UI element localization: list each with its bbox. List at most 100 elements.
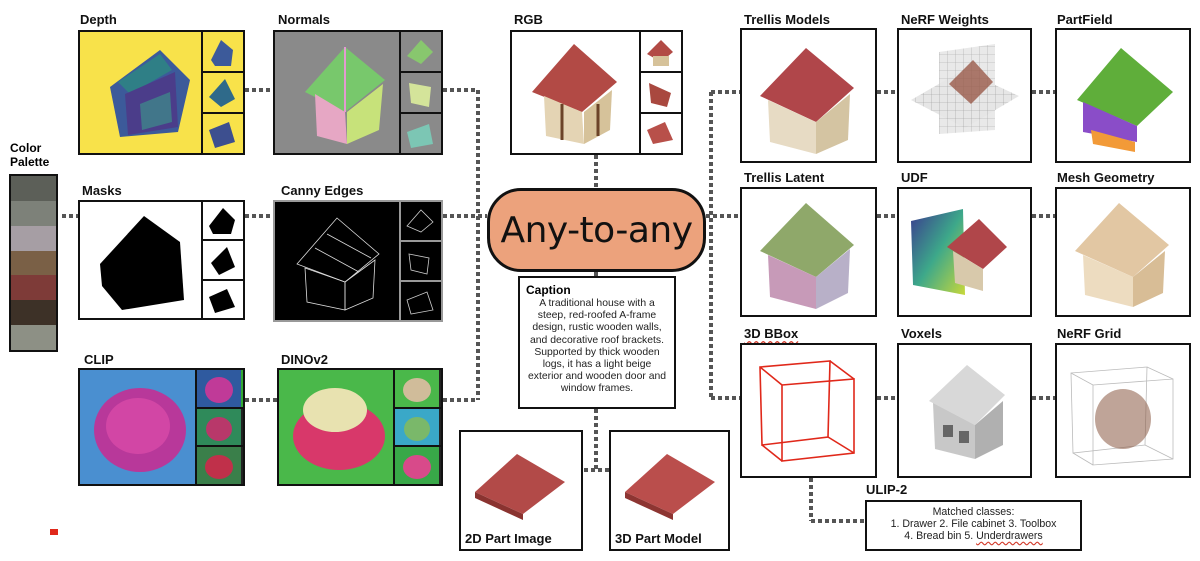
normals-thumb-2 bbox=[401, 73, 441, 114]
caption-text: A traditional house with a steep, red-ro… bbox=[527, 298, 667, 395]
color-palette-label: Color Palette bbox=[10, 141, 49, 169]
part-image-2d-label: 2D Part Image bbox=[465, 531, 552, 546]
normals-thumbnails bbox=[399, 32, 441, 153]
canny-edges-label: Canny Edges bbox=[281, 183, 364, 198]
masks-label: Masks bbox=[82, 183, 122, 198]
house-depth-render bbox=[110, 50, 190, 137]
udf-render bbox=[911, 209, 1007, 295]
palette-swatch-6 bbox=[11, 300, 56, 326]
trellis-models-label: Trellis Models bbox=[744, 12, 830, 27]
udf-panel bbox=[897, 187, 1032, 317]
mesh-geometry-panel bbox=[1055, 187, 1191, 317]
bbox-3d-panel bbox=[740, 343, 877, 478]
masks-thumb-1 bbox=[203, 202, 243, 242]
dinov2-thumbnails bbox=[393, 370, 441, 484]
masks-panel bbox=[78, 200, 245, 320]
voxels-label: Voxels bbox=[901, 326, 942, 341]
clip-label: CLIP bbox=[84, 352, 114, 367]
masks-thumbnails bbox=[201, 202, 243, 318]
dinov2-thumb-1 bbox=[395, 370, 441, 409]
normals-thumb-3 bbox=[401, 114, 441, 153]
part-model-3d-label: 3D Part Model bbox=[615, 531, 702, 546]
clip-thumb-2 bbox=[197, 408, 243, 448]
dinov2-label: DINOv2 bbox=[281, 352, 328, 367]
caption-title: Caption bbox=[526, 283, 571, 297]
palette-swatch-3 bbox=[11, 225, 56, 251]
normals-thumb-1 bbox=[401, 32, 441, 73]
nerf-grid-label: NeRF Grid bbox=[1057, 326, 1122, 341]
udf-label: UDF bbox=[901, 170, 928, 185]
canny-thumb-1 bbox=[401, 202, 441, 242]
house-voxels-render bbox=[929, 365, 1005, 459]
color-palette bbox=[9, 174, 58, 352]
house-edges-render bbox=[296, 217, 380, 311]
ulip2-label: ULIP-2 bbox=[866, 482, 908, 497]
palette-swatch-1 bbox=[11, 176, 56, 201]
canny-thumb-3 bbox=[401, 282, 441, 320]
trellis-models-panel bbox=[740, 28, 877, 163]
masks-thumb-3 bbox=[203, 281, 243, 318]
depth-label: Depth bbox=[80, 12, 117, 27]
bbox-3d-label: 3D BBox bbox=[744, 326, 798, 341]
house-normals-render bbox=[305, 47, 385, 144]
house-partfield-render bbox=[1077, 48, 1173, 152]
normals-panel bbox=[273, 30, 443, 155]
depth-thumb-2 bbox=[203, 73, 243, 114]
palette-swatch-2 bbox=[11, 200, 56, 226]
house-trellis-render bbox=[760, 48, 854, 154]
depth-panel bbox=[78, 30, 245, 155]
part-image-2d-panel: 2D Part Image bbox=[459, 430, 583, 551]
rgb-thumb-2 bbox=[641, 73, 681, 114]
rgb-panel bbox=[510, 30, 683, 155]
canny-edges-panel bbox=[273, 200, 443, 322]
palette-swatch-5 bbox=[11, 275, 56, 301]
part-model-3d-panel: 3D Part Model bbox=[609, 430, 730, 551]
rgb-thumbnails bbox=[639, 32, 681, 153]
trellis-latent-panel bbox=[740, 187, 877, 317]
clip-panel bbox=[78, 368, 245, 486]
ulip2-line3b: Underdrawers bbox=[976, 530, 1043, 542]
rgb-thumb-1 bbox=[641, 32, 681, 73]
color-palette-label-text: Color Palette bbox=[10, 141, 50, 169]
partfield-panel bbox=[1055, 28, 1191, 163]
bbox-3d-label-text: 3D BBox bbox=[744, 326, 799, 341]
clip-feature-render bbox=[80, 370, 199, 484]
house-mask-render bbox=[100, 216, 184, 310]
nerf-weights-label: NeRF Weights bbox=[901, 12, 989, 27]
ulip2-line3a: 4. Bread bin 5. bbox=[904, 530, 977, 542]
partfield-label: PartField bbox=[1057, 12, 1113, 27]
roof-part-model-render bbox=[625, 454, 715, 520]
canny-thumb-2 bbox=[401, 242, 441, 282]
nerf-weights-panel bbox=[897, 28, 1032, 163]
nerf-grid-panel bbox=[1055, 343, 1191, 478]
bbox-cube-icon bbox=[759, 360, 855, 462]
clip-thumbnails bbox=[195, 370, 243, 484]
ulip2-box: Matched classes: 1. Drawer 2. File cabin… bbox=[865, 500, 1082, 551]
normals-label: Normals bbox=[278, 12, 331, 27]
trellis-latent-label: Trellis Latent bbox=[744, 170, 825, 185]
palette-swatch-7 bbox=[11, 325, 56, 351]
clip-thumb-1 bbox=[197, 370, 243, 409]
any-to-any-node: Any-to-any bbox=[487, 188, 706, 272]
house-mesh-render bbox=[1075, 203, 1169, 307]
mesh-geometry-label: Mesh Geometry bbox=[1057, 170, 1155, 185]
caption-box: Caption A traditional house with a steep… bbox=[518, 276, 676, 409]
ulip2-line3: 4. Bread bin 5. Underdrawers bbox=[867, 530, 1080, 542]
dinov2-feature-render bbox=[279, 370, 399, 484]
dinov2-thumb-2 bbox=[395, 408, 441, 448]
house-latent-render bbox=[760, 203, 854, 309]
dinov2-panel bbox=[277, 368, 443, 486]
house-rgb-render bbox=[532, 44, 617, 144]
clip-thumb-3 bbox=[197, 447, 243, 484]
voxels-panel bbox=[897, 343, 1032, 478]
roof-part-image-render bbox=[475, 454, 565, 520]
canny-thumbnails bbox=[399, 202, 441, 320]
ulip2-line1: Matched classes: bbox=[932, 506, 1015, 518]
palette-swatch-4 bbox=[11, 250, 56, 276]
ulip2-line2: 1. Drawer 2. File cabinet 3. Toolbox bbox=[890, 518, 1057, 530]
depth-thumb-1 bbox=[203, 32, 243, 73]
depth-thumb-3 bbox=[203, 114, 243, 153]
masks-thumb-2 bbox=[203, 241, 243, 281]
red-marker bbox=[50, 529, 58, 535]
nerf-weights-grid-render bbox=[911, 44, 1019, 134]
